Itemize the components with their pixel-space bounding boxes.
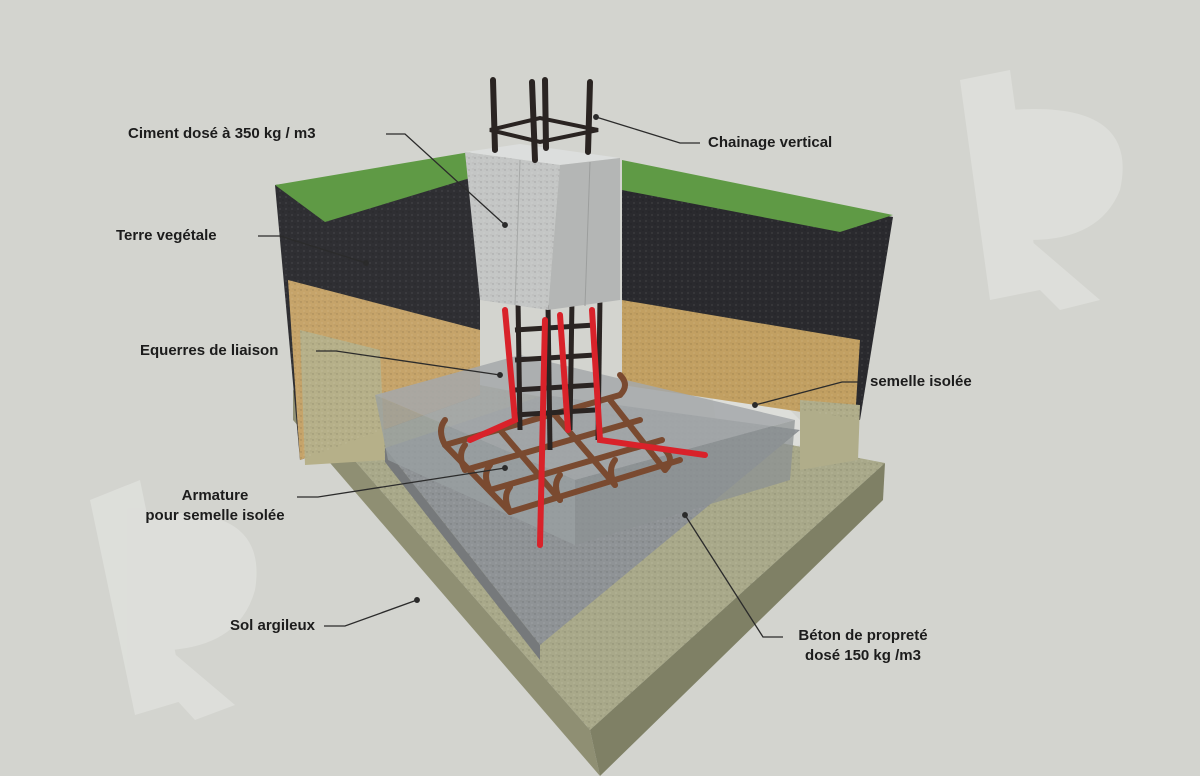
- label-beton-line1: Béton de propreté: [798, 627, 928, 644]
- label-terre-vegetale: Terre vegétale: [116, 227, 217, 244]
- leader-lines: [258, 114, 862, 638]
- leader-armature: [297, 467, 506, 498]
- leader-terre: [258, 235, 367, 264]
- leader-equerres: [316, 350, 501, 376]
- label-semelle-isolee: semelle isolée: [870, 373, 972, 390]
- leader-semelle: [754, 381, 862, 406]
- leader-ciment: [386, 133, 506, 226]
- label-armature-line1: Armature: [181, 487, 249, 504]
- label-beton-proprete: Béton de propreté dosé 150 kg /m3: [783, 626, 943, 666]
- label-ciment-dose: Ciment dosé à 350 kg / m3: [128, 125, 316, 142]
- concrete-column-block: [465, 144, 620, 310]
- leader-beton: [684, 514, 783, 638]
- label-armature-line2: pour semelle isolée: [145, 507, 285, 524]
- label-armature: Armature pour semelle isolée: [140, 486, 290, 526]
- leader-chainage: [595, 116, 700, 144]
- label-equerres-liaison: Equerres de liaison: [140, 342, 279, 359]
- label-chainage-vertical: Chainage vertical: [708, 134, 833, 151]
- grass-layer: [275, 152, 893, 232]
- vertical-chaining-top: [489, 77, 599, 163]
- label-sol-argileux: Sol argileux: [230, 617, 316, 634]
- connection-brackets: [467, 307, 708, 548]
- leader-sol: [324, 599, 418, 627]
- label-beton-line2: dosé 150 kg /m3: [805, 647, 921, 664]
- vertical-rebar-cage: [514, 297, 603, 451]
